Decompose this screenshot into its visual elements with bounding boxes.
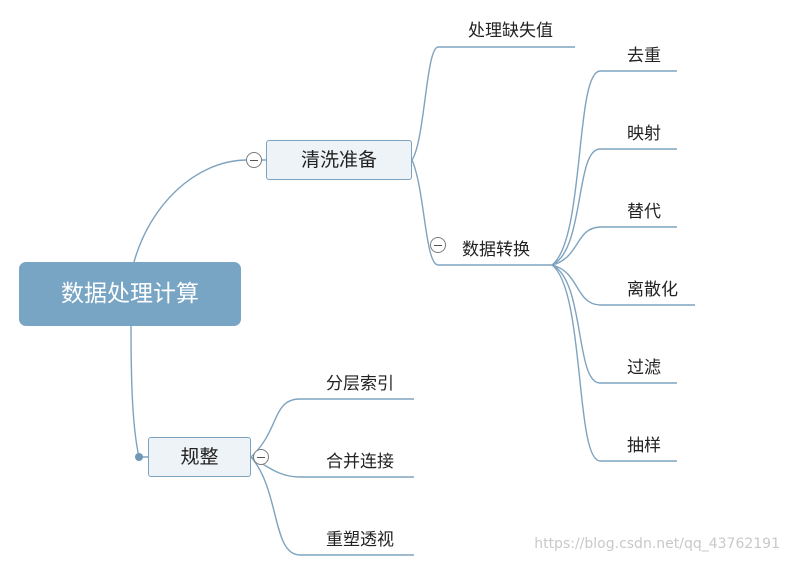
- collapse-toggle-clean-icon[interactable]: [246, 152, 262, 168]
- node-discretize[interactable]: 离散化: [627, 280, 678, 300]
- node-reshape-pivot[interactable]: 重塑透视: [326, 530, 394, 550]
- edge-reshape-3: [250, 456, 414, 556]
- edge-transform-5: [551, 264, 677, 384]
- edge-transform-1: [551, 70, 677, 266]
- node-map[interactable]: 映射: [627, 124, 661, 144]
- node-sample[interactable]: 抽样: [627, 436, 661, 456]
- watermark-text: https://blog.csdn.net/qq_43762191: [534, 536, 780, 552]
- edge-transform-3: [551, 226, 677, 266]
- edge-transform-2: [551, 148, 677, 266]
- edge-transform-4: [551, 264, 695, 306]
- edge-root-reshape: [130, 325, 148, 458]
- collapse-toggle-transform-icon[interactable]: [430, 237, 446, 253]
- node-reshape[interactable]: 规整: [148, 437, 251, 477]
- node-clean-prep[interactable]: 清洗准备: [266, 140, 412, 180]
- node-merge-join[interactable]: 合并连接: [326, 452, 394, 472]
- edge-clean-missing: [411, 46, 575, 161]
- node-data-transform[interactable]: 数据转换: [462, 240, 530, 260]
- collapse-toggle-reshape-icon[interactable]: [253, 449, 269, 465]
- edge-clean-transform: [411, 159, 552, 266]
- node-filter[interactable]: 过滤: [627, 358, 661, 378]
- edge-transform-6: [551, 264, 677, 462]
- node-hierarchical-index[interactable]: 分层索引: [326, 374, 394, 394]
- node-missing-values[interactable]: 处理缺失值: [468, 21, 553, 41]
- edge-reshape-1: [250, 398, 414, 458]
- edge-root-clean: [133, 159, 266, 263]
- node-dedupe[interactable]: 去重: [627, 46, 661, 66]
- root-node[interactable]: 数据处理计算: [19, 262, 241, 326]
- connector-dot-icon: [135, 453, 143, 461]
- node-replace[interactable]: 替代: [627, 202, 661, 222]
